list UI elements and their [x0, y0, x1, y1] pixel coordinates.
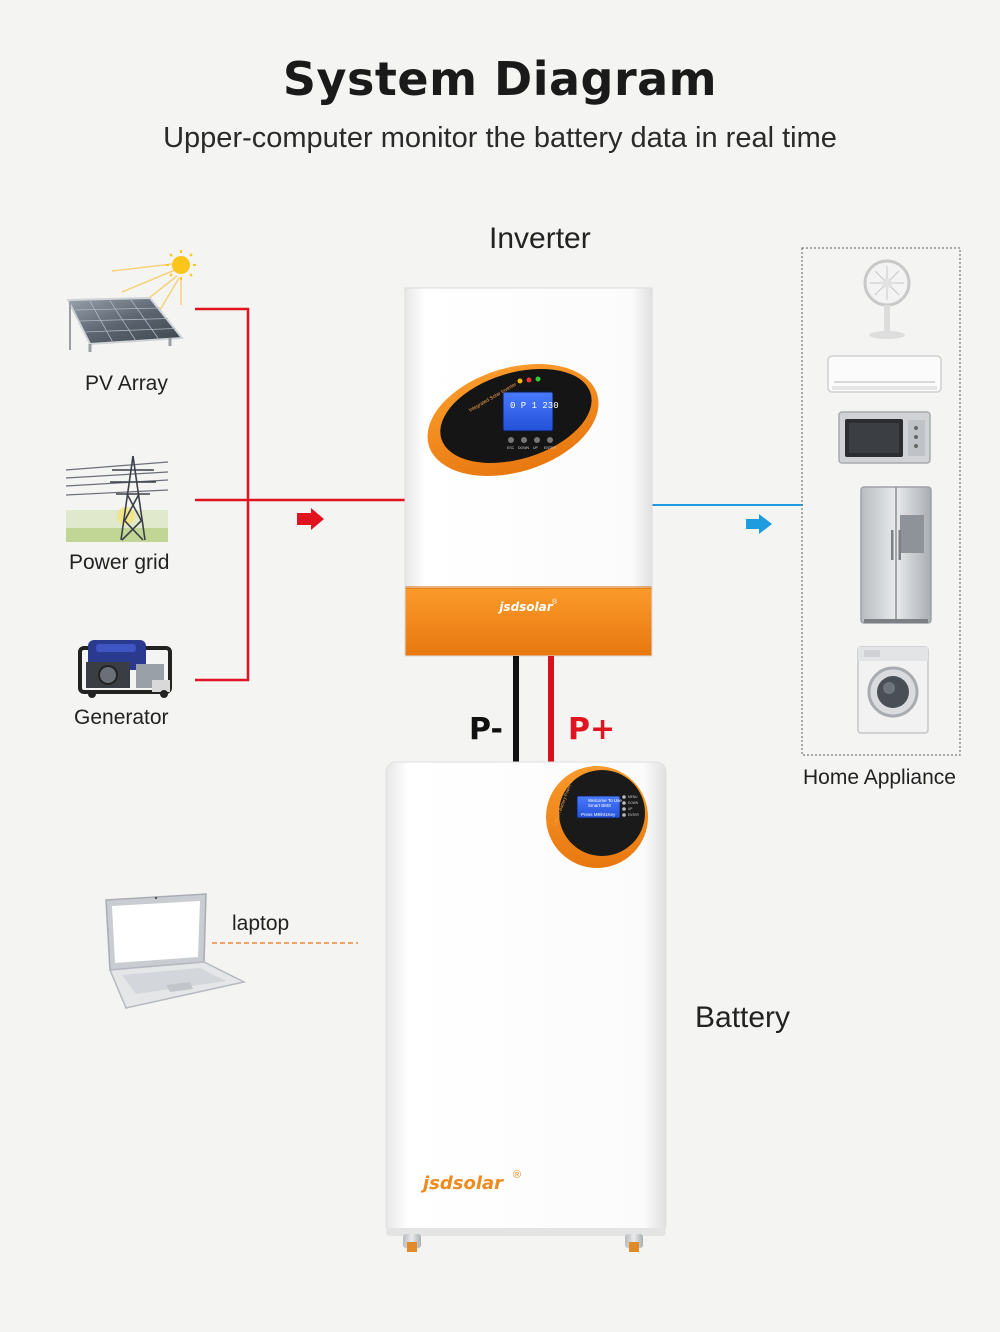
- battery-display-panel: [546, 766, 648, 868]
- pv-array-label: PV Array: [85, 372, 168, 395]
- positive-cable: [548, 656, 554, 764]
- inverter-button-label: ESC: [507, 446, 515, 450]
- power-grid-label: Power grid: [69, 551, 170, 574]
- battery-lcd: [576, 795, 621, 819]
- battery-side-label: MENU: [628, 795, 638, 799]
- air-conditioner-icon: [827, 355, 942, 393]
- inverter-button-label: UP: [533, 446, 539, 450]
- registered-mark-icon: ®: [513, 1169, 521, 1181]
- battery-label: Battery: [695, 1001, 791, 1034]
- generator-icon: [78, 640, 172, 698]
- inverter-brand-logo: jsdsolar: [497, 600, 553, 614]
- battery-unit: [385, 761, 667, 1252]
- laptop-icon: [105, 893, 247, 1009]
- solar-panel-icon: [66, 296, 184, 352]
- inverter-label: Inverter: [489, 222, 591, 255]
- inverter-button-label: ENTER: [544, 446, 556, 450]
- inverter-button-label: DOWN: [518, 446, 530, 450]
- inverter-button-labels: ESC DOWN UP ENTER: [507, 446, 556, 450]
- negative-cable: [513, 656, 519, 764]
- fan-icon: [863, 259, 911, 339]
- battery-screen-line: Smart BMS: [588, 803, 611, 808]
- refrigerator-icon: [860, 486, 932, 624]
- negative-terminal-label: P-: [469, 712, 503, 747]
- appliance-frame: [801, 247, 961, 756]
- input-arrow-icon: [297, 508, 324, 530]
- inverter-lcd: [502, 391, 554, 432]
- battery-screen-line: Press M8/M1Key: [581, 812, 616, 817]
- battery-brand-logo: jsdsolar: [420, 1173, 504, 1194]
- page-subtitle: Upper-computer monitor the battery data …: [163, 122, 837, 154]
- battery-screen-line: Welcome To Use: [588, 798, 622, 803]
- sun-icon: [111, 250, 196, 311]
- microwave-icon: [838, 411, 931, 464]
- output-arrow-icon: [746, 514, 772, 534]
- registered-mark-icon: ®: [552, 598, 558, 606]
- washing-machine-icon: [857, 646, 929, 734]
- laptop-label: laptop: [232, 912, 290, 935]
- page-title: System Diagram: [282, 52, 718, 106]
- battery-side-labels: MENU DOWN UP ENTER: [628, 795, 640, 817]
- home-appliance-label: Home Appliance: [803, 766, 956, 789]
- inverter-unit: [404, 287, 653, 657]
- battery-side-label: DOWN: [628, 801, 639, 805]
- generator-label: Generator: [74, 706, 169, 729]
- battery-side-label: UP: [628, 807, 632, 811]
- power-tower-icon: [65, 455, 169, 542]
- input-wiring: [195, 307, 405, 682]
- battery-side-label: ENTER: [628, 813, 640, 817]
- battery-screen-text: Welcome To Use Smart BMS Press M8/M1Key: [581, 798, 622, 817]
- inverter-screen-reading: 0 P 1 230: [510, 401, 559, 411]
- positive-terminal-label: P+: [568, 712, 616, 747]
